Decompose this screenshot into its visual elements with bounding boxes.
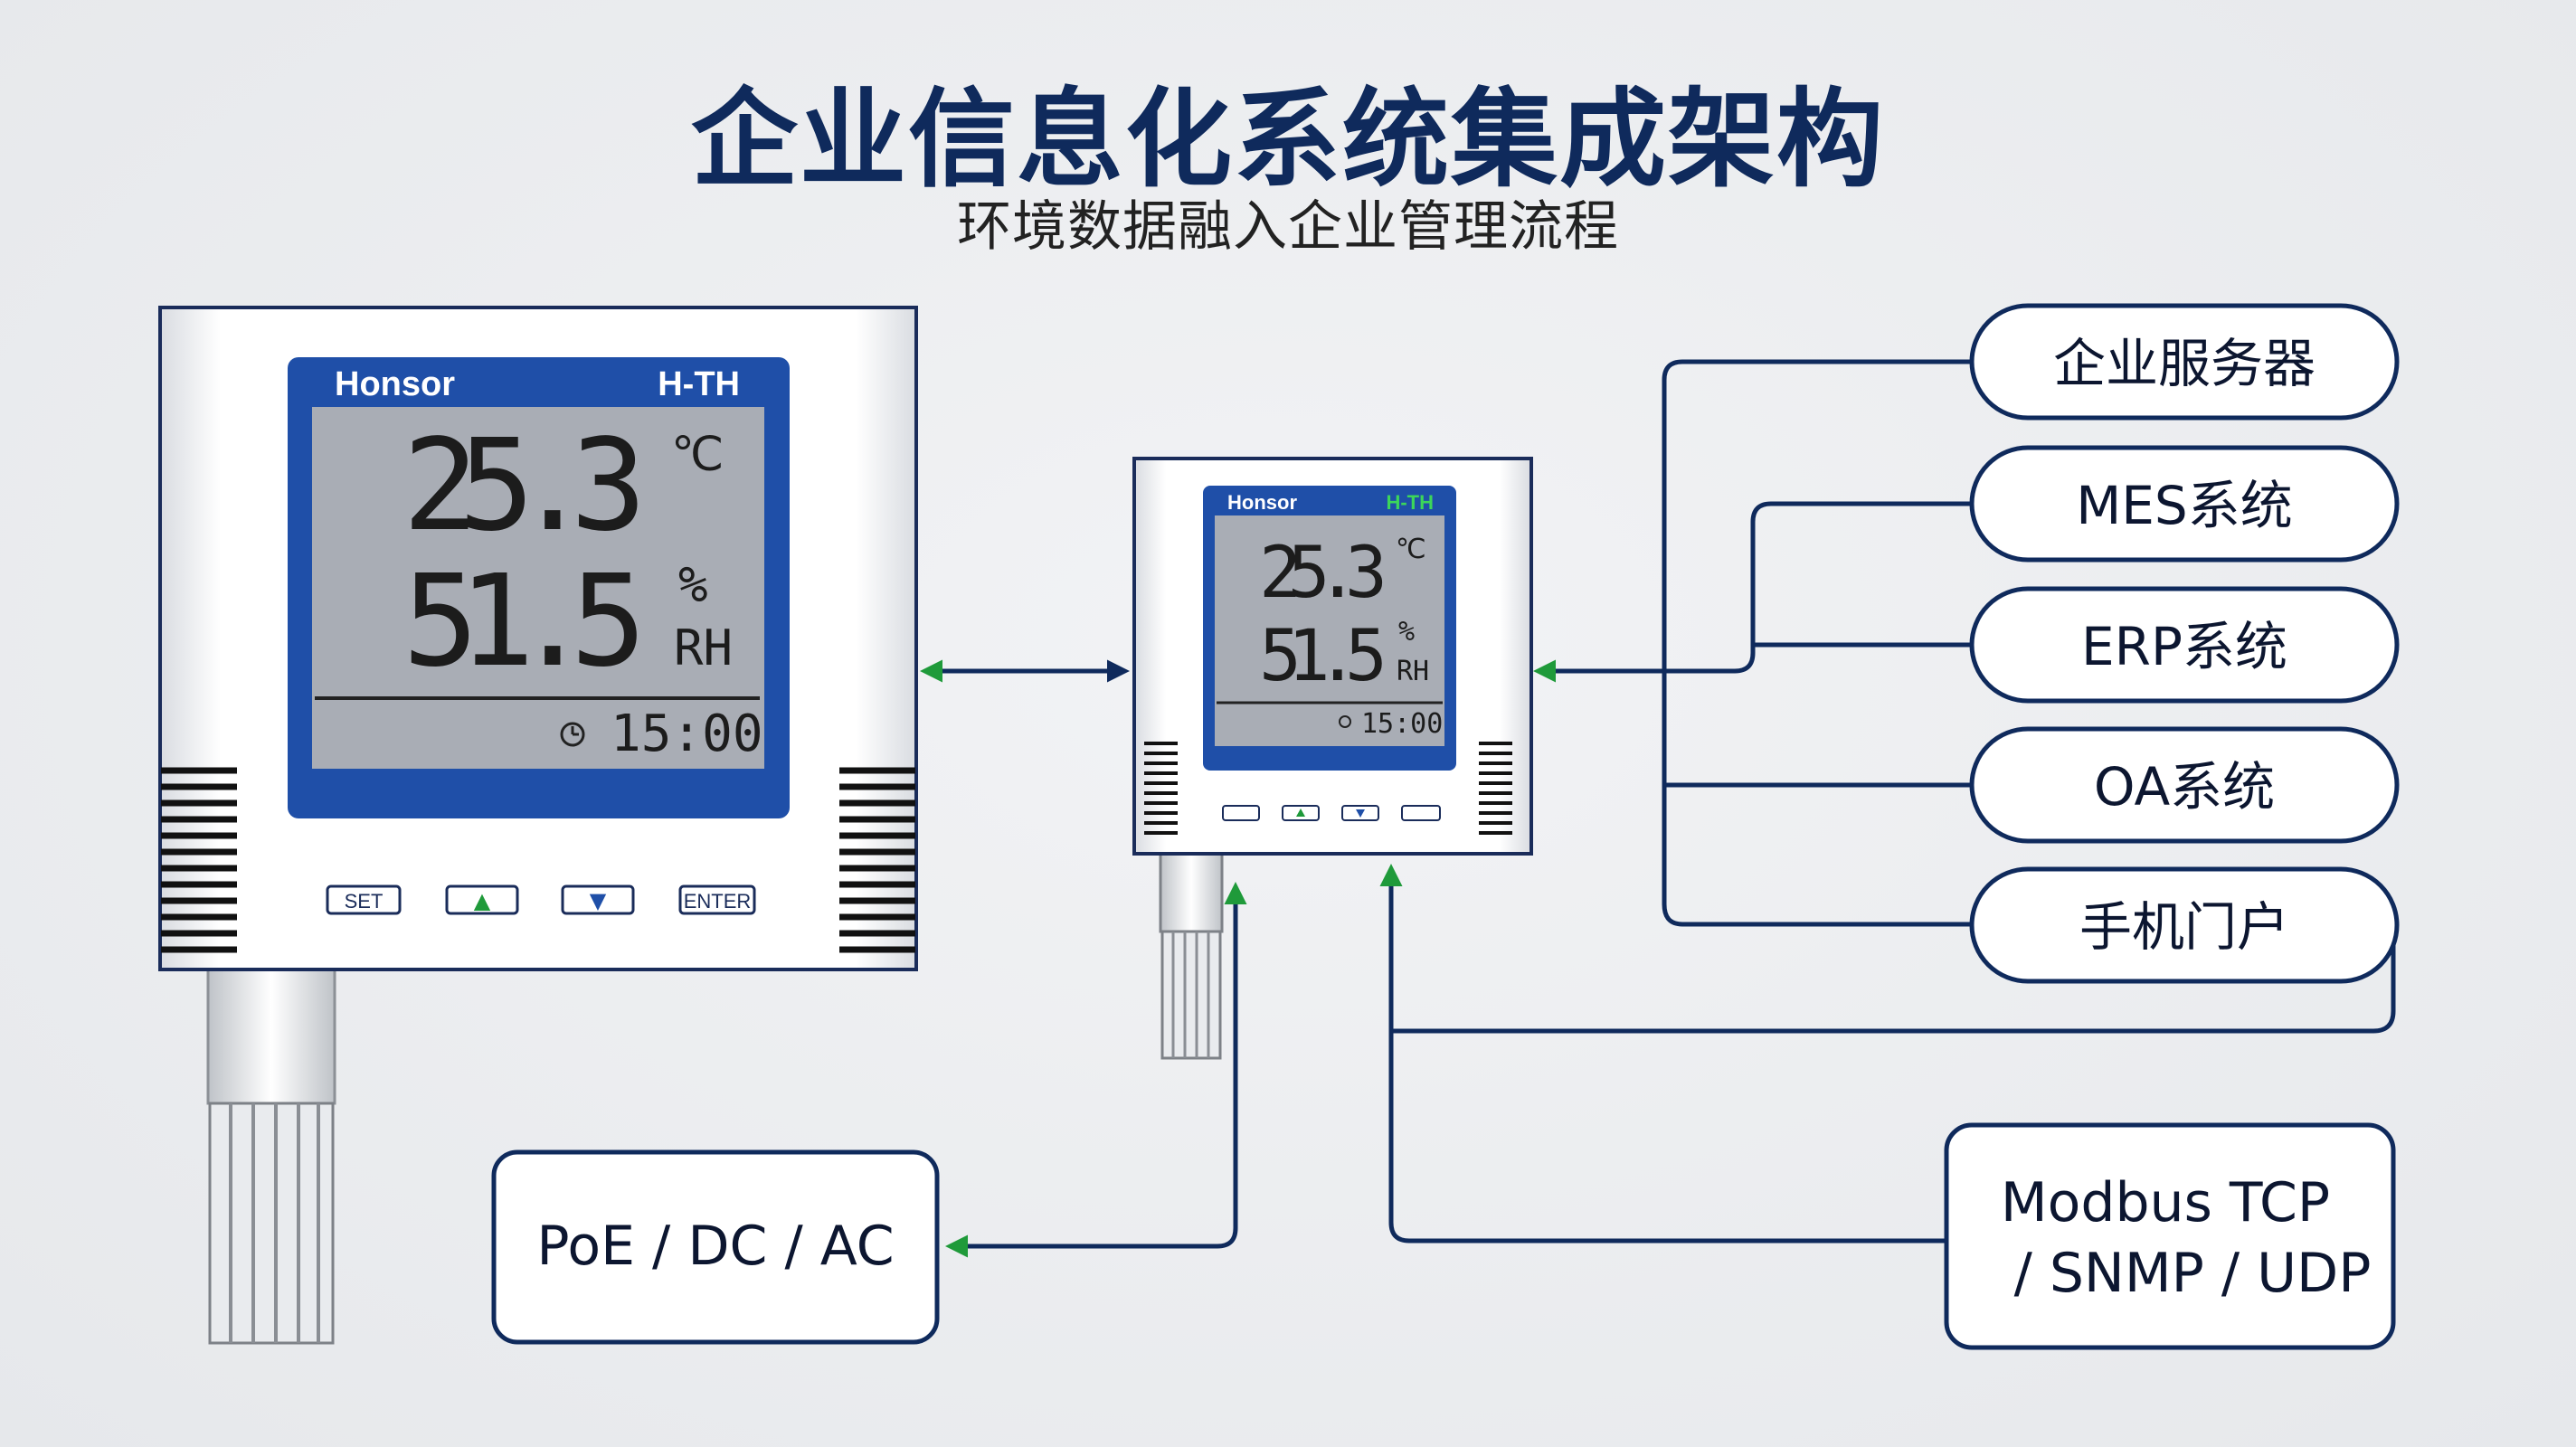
large-time-value: 15:00 (611, 705, 763, 763)
system-box-mes[interactable]: MES系统 (1969, 445, 2400, 563)
large-temp-unit: ℃ (671, 428, 724, 482)
large-vent-right (839, 767, 915, 953)
small-up-arrow-icon (1296, 809, 1305, 817)
page-title: 企业信息化系统集成架构 (690, 77, 1885, 202)
protocol-line-2: / SNMP / UDP (2014, 1242, 2372, 1305)
small-up-button[interactable] (1282, 805, 1320, 821)
small-time-value: 15:00 (1361, 708, 1443, 740)
large-temperature-value: 25.3 (402, 412, 647, 560)
large-humidity-rh: RH (674, 619, 733, 676)
system-box-enterprise-server[interactable]: 企业服务器 (1969, 303, 2400, 421)
small-humidity-value: 51.5 (1259, 616, 1387, 697)
down-arrow-icon: ▼ (590, 888, 607, 913)
small-down-button[interactable] (1341, 805, 1379, 821)
large-sensor-device: Honsor H-TH 25.3 ℃ 51.5 % RH 15:00 SET ▲… (158, 306, 918, 1345)
small-down-arrow-icon (1356, 809, 1365, 818)
system-label: MES系统 (2076, 475, 2293, 536)
large-vent-left (161, 767, 237, 953)
small-temp-unit: ℃ (1396, 534, 1426, 565)
small-temperature-value: 25.3 (1259, 533, 1387, 614)
large-lcd-screen (312, 407, 764, 769)
system-label: OA系统 (2094, 756, 2275, 818)
power-options-box[interactable]: PoE / DC / AC (491, 1149, 940, 1345)
up-arrow-icon: ▲ (474, 888, 491, 913)
system-box-oa[interactable]: OA系统 (1969, 726, 2400, 844)
small-humidity-pct: % (1398, 616, 1415, 648)
large-probe-fins (208, 1102, 335, 1345)
small-sensor-device: Honsor H-TH 25.3 ℃ 51.5 % RH 15:00 (1132, 457, 1533, 1060)
clock-icon (560, 722, 585, 747)
small-clock-icon (1339, 715, 1351, 728)
small-vent-left (1144, 742, 1178, 835)
system-label: ERP系统 (2081, 616, 2287, 677)
protocol-line-1: Modbus TCP (2001, 1171, 2330, 1234)
small-vent-right (1479, 742, 1512, 835)
power-link-arrow (945, 891, 1238, 1258)
small-enter-button[interactable] (1401, 805, 1441, 821)
svg-text:ENTER: ENTER (684, 890, 752, 913)
large-humidity-value: 51.5 (402, 548, 647, 695)
enter-button[interactable]: ENTER (678, 884, 756, 915)
small-probe-fins (1160, 930, 1222, 1060)
small-model-label: H-TH (1386, 491, 1434, 514)
set-button[interactable]: SET (326, 884, 402, 915)
small-lcd-screen (1215, 515, 1444, 746)
power-options-label: PoE / DC / AC (536, 1215, 894, 1278)
protocol-link-arrow (1379, 864, 1946, 1244)
system-box-mobile-portal[interactable]: 手机门户 (1969, 866, 2400, 984)
svg-text:SET: SET (345, 890, 384, 913)
small-brand-label: Honsor (1227, 491, 1297, 514)
page-subtitle: 环境数据融入企业管理流程 (957, 195, 1619, 259)
system-label: 企业服务器 (2053, 333, 2316, 394)
protocol-box[interactable]: Modbus TCP / SNMP / UDP (1944, 1122, 2396, 1350)
down-button[interactable]: ▼ (561, 884, 635, 915)
system-label: 手机门户 (2079, 896, 2289, 958)
large-brand-label: Honsor (335, 365, 455, 403)
up-button[interactable]: ▲ (445, 884, 519, 915)
system-box-erp[interactable]: ERP系统 (1969, 586, 2400, 704)
large-humidity-pct: % (678, 556, 708, 613)
large-model-label: H-TH (658, 365, 740, 403)
small-humidity-rh: RH (1397, 656, 1429, 687)
small-set-button[interactable] (1222, 805, 1260, 821)
